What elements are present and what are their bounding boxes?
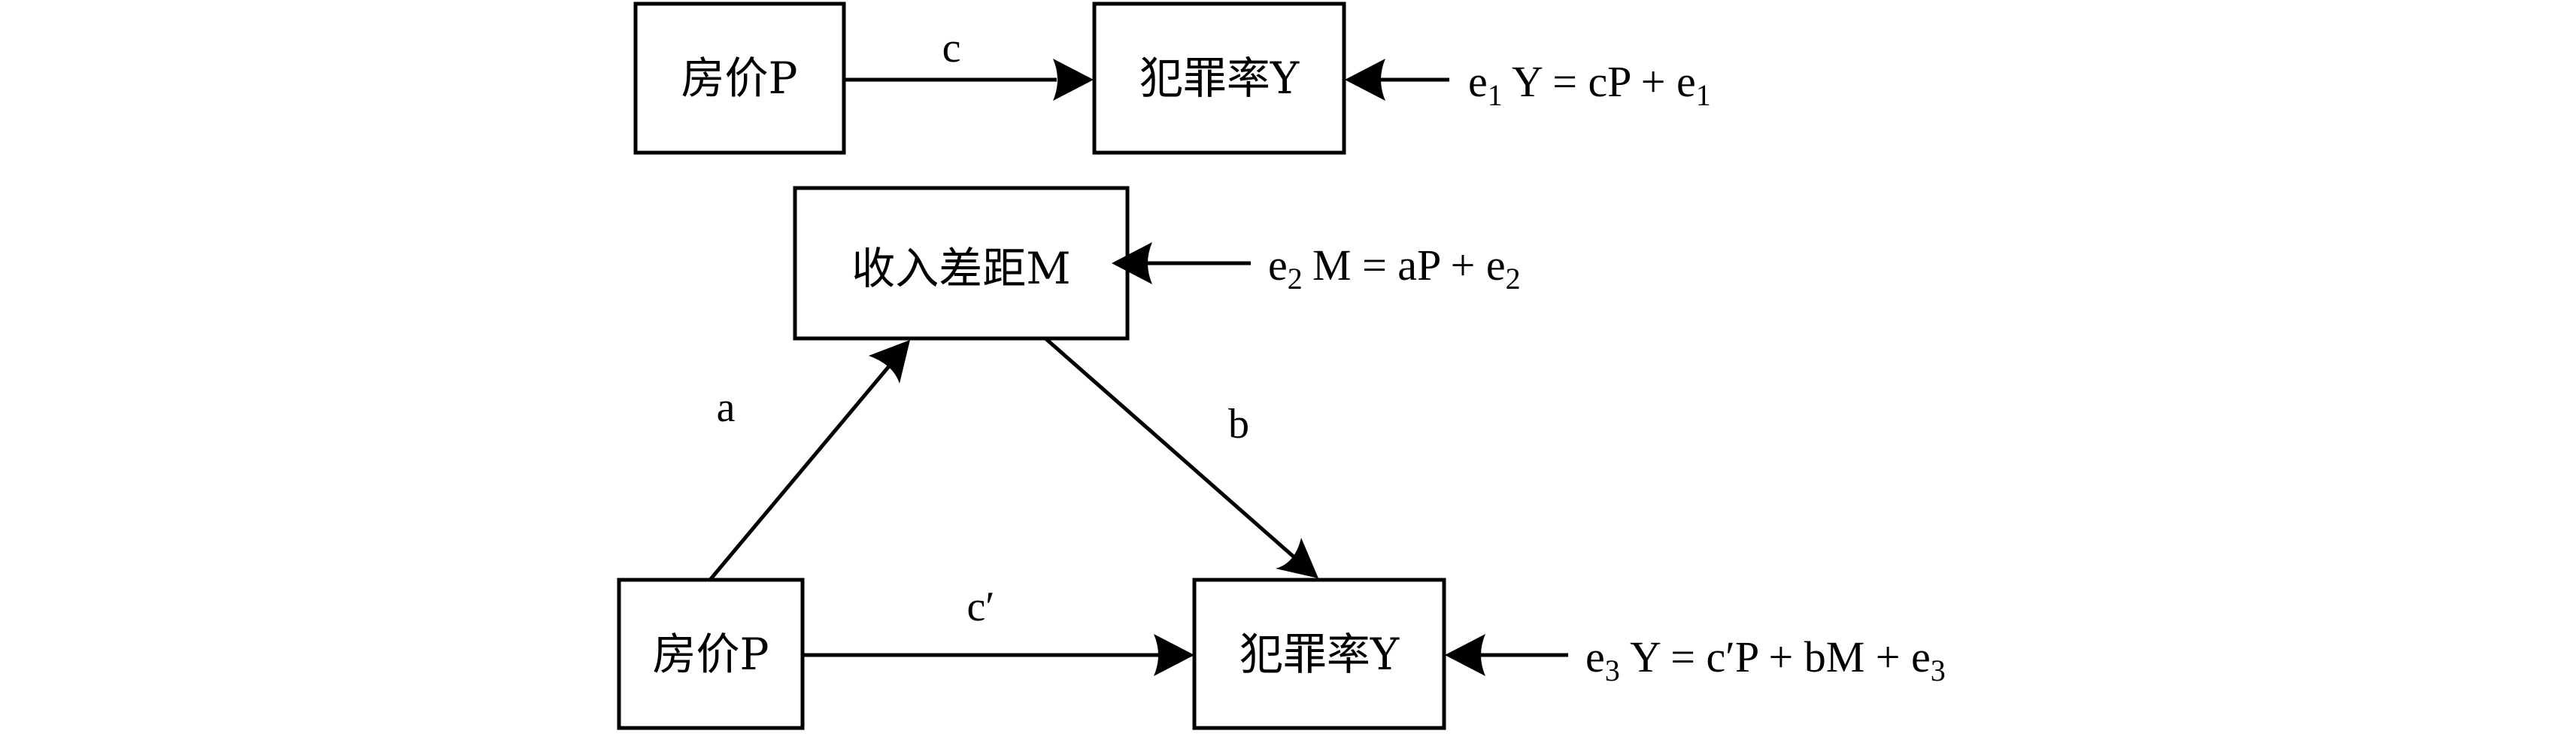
node-income-gap <box>793 186 1130 341</box>
mediation-panel: 收入差距M 房价P 犯罪率Y a b c′ e2 M = aP + e2 e3 … <box>617 186 1946 730</box>
edge-c-label: c <box>942 25 961 71</box>
error-e1-label: e1 <box>1468 57 1503 112</box>
equation-total-effect: Y = cP + e1 <box>1512 57 1711 112</box>
edge-b-label: b <box>1228 401 1249 447</box>
error-e3-arrowhead <box>1445 634 1485 676</box>
node-house-price-top <box>633 2 846 155</box>
node-crime-rate-top-label: 犯罪率Y <box>1139 53 1300 104</box>
equation-mediator: M = aP + e2 <box>1312 241 1521 296</box>
node-house-price-bottom <box>617 578 805 730</box>
node-house-price-top-label: 房价P <box>681 53 797 104</box>
node-income-gap-label: 收入差距M <box>851 243 1070 294</box>
edge-c-prime-arrowhead <box>1154 634 1194 676</box>
edge-b-arrowhead <box>1276 538 1318 578</box>
edge-a-label: a <box>717 384 736 431</box>
error-e2-arrowhead <box>1112 242 1152 284</box>
node-crime-rate-bottom <box>1192 578 1446 730</box>
error-e3-label: e3 <box>1585 632 1620 687</box>
node-house-price-bottom-label: 房价P <box>652 629 769 680</box>
total-effect-panel: 房价P 犯罪率Y c e1 Y = cP + e1 <box>633 2 1711 155</box>
edge-b-line <box>1044 337 1297 560</box>
node-crime-rate-bottom-label: 犯罪率Y <box>1239 629 1400 680</box>
node-crime-rate-top <box>1092 2 1346 155</box>
edge-a-arrowhead <box>869 340 910 384</box>
error-e1-arrowhead <box>1345 59 1385 101</box>
error-e2-label: e2 <box>1268 241 1303 296</box>
edge-a-line <box>708 365 891 581</box>
equation-outcome: Y = c′P + bM + e3 <box>1630 632 1946 687</box>
edge-c-arrowhead <box>1053 59 1094 101</box>
edge-c-prime-label: c′ <box>966 584 994 630</box>
